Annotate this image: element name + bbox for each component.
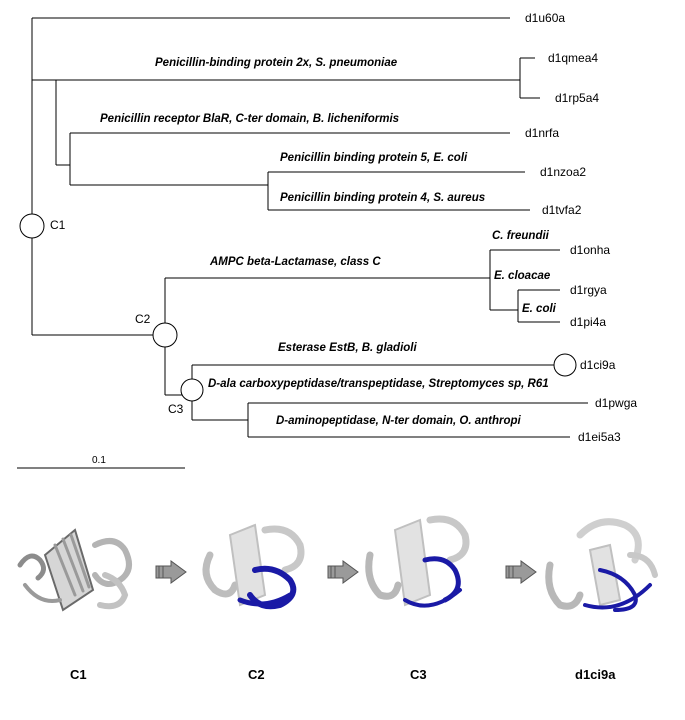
protein-structure-c2 <box>202 523 305 610</box>
leaf-d1nrfa: d1nrfa <box>525 126 560 140</box>
leaf-d1onha: d1onha <box>570 243 611 257</box>
protein-structure-c3 <box>365 515 470 608</box>
protein-structure-c1 <box>17 528 132 612</box>
leaf-d1pwga: d1pwga <box>595 396 638 410</box>
arrow-icon <box>505 560 537 584</box>
desc-ampc: AMPC beta-Lactamase, class C <box>210 256 381 268</box>
leaf-d1ci9a: d1ci9a <box>580 358 616 372</box>
scale-label: 0.1 <box>92 455 106 466</box>
arrow-icon <box>327 560 359 584</box>
leaf-d1rgya: d1rgya <box>570 283 607 297</box>
leaf-d1tvfa2: d1tvfa2 <box>542 203 582 217</box>
desc-e-coli: E. coli <box>522 303 556 315</box>
desc-d-aminopeptidase: D-aminopeptidase, N-ter domain, O. anthr… <box>276 415 521 427</box>
leaf-d1u60a: d1u60a <box>525 11 566 25</box>
protein-structure-d1ci9a <box>545 518 658 612</box>
leaf-d1nzoa2: d1nzoa2 <box>540 165 587 179</box>
desc-e-cloacae: E. cloacae <box>494 270 551 282</box>
desc-dd-peptidase: D-ala carboxypeptidase/transpeptidase, S… <box>208 378 549 390</box>
desc-pbp4: Penicillin binding protein 4, S. aureus <box>280 192 486 204</box>
node-label-c1: C1 <box>50 218 66 232</box>
arrow-icon <box>155 560 187 584</box>
caption-c3: C3 <box>410 667 427 682</box>
leaf-d1rp5a4: d1rp5a4 <box>555 91 600 105</box>
desc-estb: Esterase EstB, B. gladioli <box>278 342 417 354</box>
node-label-c2: C2 <box>135 312 151 326</box>
desc-c-freundii: C. freundii <box>492 230 549 242</box>
caption-c1: C1 <box>70 667 87 682</box>
desc-blar: Penicillin receptor BlaR, C-ter domain, … <box>100 113 400 125</box>
desc-pbp5: Penicillin binding protein 5, E. coli <box>280 152 468 164</box>
desc-pbp2x: Penicillin-binding protein 2x, S. pneumo… <box>155 57 398 69</box>
caption-d1ci9a: d1ci9a <box>575 667 616 682</box>
leaf-d1qmea4: d1qmea4 <box>548 51 599 65</box>
caption-c2: C2 <box>248 667 265 682</box>
node-label-c3: C3 <box>168 402 184 416</box>
leaf-d1pi4a: d1pi4a <box>570 315 607 329</box>
leaf-d1ei5a3: d1ei5a3 <box>578 430 621 444</box>
